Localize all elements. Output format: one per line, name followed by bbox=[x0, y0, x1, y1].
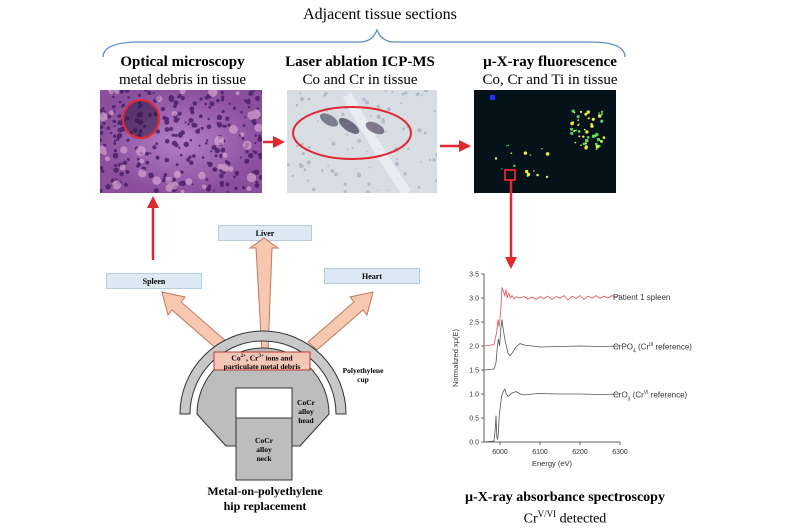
laser-ablation-image bbox=[287, 90, 437, 193]
cro3-sub: 3 bbox=[627, 396, 631, 403]
y-tick-label: 1.5 bbox=[469, 368, 479, 375]
panel-xrf-heading: µ-X-ray fluorescence Co, Cr and Ti in ti… bbox=[460, 53, 640, 89]
panel-xrf-subtitle: Co, Cr and Ti in tissue bbox=[482, 72, 618, 88]
crpo4-a: CrPO bbox=[613, 342, 633, 352]
x-tick-label: 6100 bbox=[532, 449, 548, 456]
xray-fluorescence-image bbox=[474, 90, 616, 193]
hip-caption-line2: hip replacement bbox=[223, 499, 307, 513]
neck-label: CoCr alloy neck bbox=[236, 436, 292, 463]
head-label: CoCr alloy head bbox=[292, 398, 320, 425]
x-tick-label: 6300 bbox=[612, 449, 628, 456]
x-tick-label: 6200 bbox=[572, 449, 588, 456]
y-tick-label: 3.5 bbox=[469, 272, 479, 279]
debris-label-ions: ions and bbox=[263, 353, 293, 363]
caption-valence: V/VI bbox=[537, 509, 557, 519]
debris-label: Co2+, Cr3+ ions and particulate metal de… bbox=[214, 353, 310, 371]
cro3-c: reference) bbox=[648, 390, 688, 400]
panel-optical-title: Optical microscopy bbox=[120, 54, 245, 70]
label-crpo4-reference: CrPO4 (CrIII reference) bbox=[613, 342, 692, 354]
y-tick-label: 1.0 bbox=[469, 392, 479, 399]
x-tick-label: 6000 bbox=[492, 449, 508, 456]
cup-label-line2: cup bbox=[357, 375, 369, 384]
neck-label-line2: alloy bbox=[256, 445, 272, 454]
panel-optical-subtitle: metal debris in tissue bbox=[118, 72, 247, 88]
x-axis-title: Energy (eV) bbox=[532, 459, 573, 468]
panel-optical-heading: Optical microscopy metal debris in tissu… bbox=[95, 53, 270, 89]
panel-laser-heading: Laser ablation ICP-MS Co and Cr in tissu… bbox=[270, 53, 450, 89]
hip-caption-line1: Metal-on-polyethylene bbox=[207, 484, 323, 498]
crpo4-sup: III bbox=[649, 342, 654, 348]
panel-xrf-title: µ-X-ray fluorescence bbox=[483, 54, 617, 70]
cup-label-line1: Polyethylene bbox=[342, 366, 384, 375]
xas-spectrum-chart: 0.0 0.5 1.0 1.5 2.0 2.5 3.0 3.5 6000 6100 6200 6300… bbox=[451, 272, 628, 469]
spectroscopy-caption-line2: CrV/VI detected bbox=[430, 506, 700, 528]
label-cro3-reference: CrO3 (CrVI reference) bbox=[613, 390, 687, 402]
optical-microscopy-image bbox=[100, 90, 262, 193]
crpo4-sub: 4 bbox=[633, 348, 636, 355]
panel-laser-subtitle: Co and Cr in tissue bbox=[302, 72, 418, 88]
debris-label-co: Co bbox=[231, 353, 241, 363]
head-label-line1: CoCr bbox=[297, 398, 315, 407]
caption-cr: Cr bbox=[523, 511, 538, 527]
cro3-a: CrO bbox=[613, 390, 628, 400]
cro3-b: (Cr bbox=[630, 390, 644, 400]
y-tick-label: 2.0 bbox=[469, 344, 479, 351]
debris-label-line2: particulate metal debris bbox=[223, 361, 301, 371]
series-line-1 bbox=[483, 319, 621, 371]
cro3-sup: VI bbox=[643, 390, 649, 396]
hip-replacement-caption: Metal-on-polyethylene hip replacement bbox=[170, 484, 360, 514]
series-line-0 bbox=[483, 287, 621, 347]
crpo4-b: (Cr bbox=[635, 342, 650, 352]
spectroscopy-caption-line1: µ-X-ray absorbance spectroscopy bbox=[465, 490, 665, 505]
caption-detected: detected bbox=[556, 511, 607, 527]
cup-label: Polyethylene cup bbox=[328, 366, 398, 384]
neck-label-line3: neck bbox=[256, 454, 272, 463]
page-title: Adjacent tissue sections bbox=[303, 6, 457, 23]
neck-label-line1: CoCr bbox=[255, 436, 273, 445]
spectroscopy-caption: µ-X-ray absorbance spectroscopy CrV/VI d… bbox=[430, 489, 700, 528]
y-tick-label: 0.0 bbox=[469, 440, 479, 447]
section-bracket bbox=[102, 28, 626, 58]
head-label-line3: head bbox=[298, 416, 314, 425]
y-axis-title: Normalized xμ(E) bbox=[451, 328, 460, 387]
debris-label-cr: , Cr bbox=[245, 353, 259, 363]
organ-heart-box: Heart bbox=[324, 268, 420, 284]
y-tick-label: 3.0 bbox=[469, 296, 479, 303]
debris-label-sup2: 3+ bbox=[258, 354, 264, 359]
panel-laser-title: Laser ablation ICP-MS bbox=[285, 54, 435, 70]
y-tick-label: 0.5 bbox=[469, 416, 479, 423]
y-tick-label: 2.5 bbox=[469, 320, 479, 327]
head-label-line2: alloy bbox=[298, 407, 314, 416]
crpo4-c: reference) bbox=[653, 342, 692, 352]
organ-spleen-box: Spleen bbox=[106, 273, 202, 289]
debris-label-sup1: 2+ bbox=[240, 354, 246, 359]
series-line-2 bbox=[483, 388, 621, 443]
label-patient-spleen: Patient 1 spleen bbox=[613, 293, 671, 302]
